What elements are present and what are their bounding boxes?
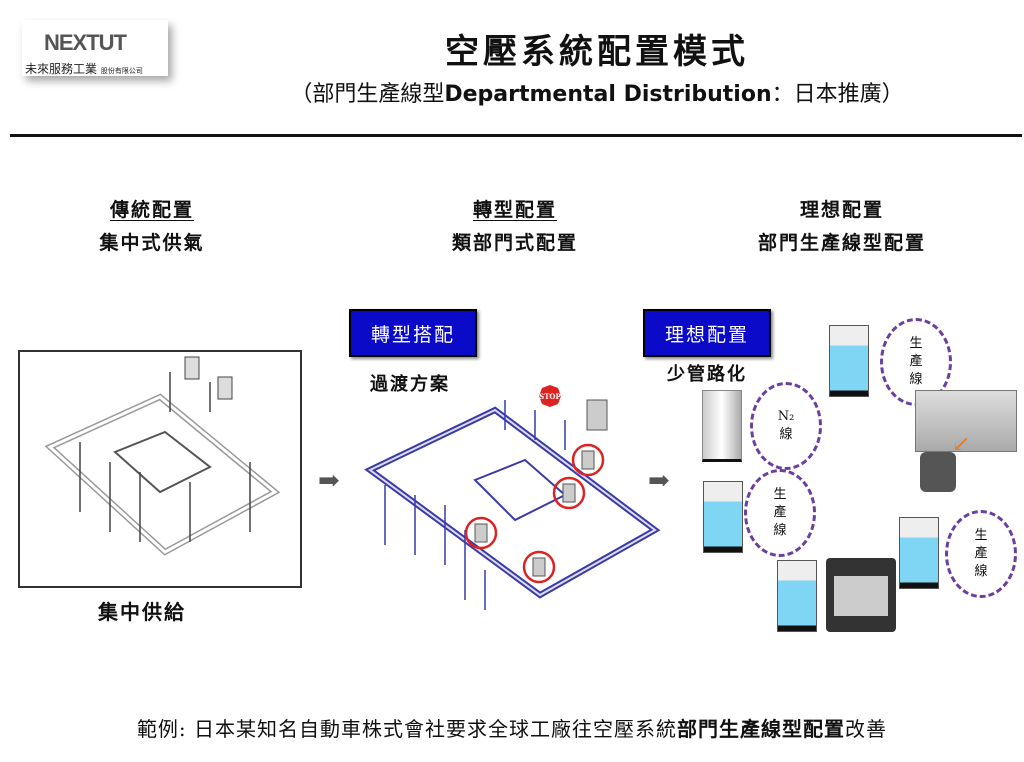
production-line-circle: 生 產 線	[945, 510, 1017, 598]
subheading-ideal: 部門生產線型配置	[757, 232, 926, 254]
heading-traditional: 傳統配置	[109, 199, 194, 221]
transition-label: 過渡方案	[370, 374, 450, 395]
page-title: 空壓系統配置模式	[445, 32, 749, 72]
orange-arrow-icon: ↙	[952, 432, 971, 457]
compressor-icon	[829, 325, 869, 397]
central-piping-icon	[44, 356, 281, 556]
loop-piping-icon: STOP	[364, 385, 661, 610]
subtitle-prefix: （部門生產線型	[290, 82, 445, 107]
heading-ideal: 理想配置	[799, 199, 884, 221]
nitrogen-generator-icon	[702, 390, 742, 462]
motor-icon	[920, 452, 956, 492]
ideal-label: 少管路化	[667, 364, 747, 385]
transition-diagram: STOP	[355, 380, 665, 620]
arrow-right-icon: ➡	[318, 466, 340, 496]
footer-bold: 部門生產線型配置	[677, 717, 846, 741]
divider	[10, 134, 1022, 137]
logo-company-suffix: 股份有限公司	[100, 67, 143, 75]
production-line-circle: 生 產 線	[744, 469, 816, 557]
cnc-machine-icon	[826, 558, 896, 632]
production-machine-icon	[915, 390, 1017, 452]
logo-company-name: 未來服務工業	[25, 62, 98, 76]
company-logo: NEXTUT 未來服務工業 股份有限公司	[22, 20, 168, 76]
compressor-icon	[703, 481, 743, 553]
subheading-traditional: 集中式供氣	[99, 232, 205, 254]
logo-brand: NEXTUT	[44, 30, 127, 55]
stop-sign-text: STOP	[539, 392, 561, 401]
subtitle-en: Departmental Distribution	[444, 82, 772, 107]
compressor-icon	[899, 517, 939, 589]
transition-button: 轉型搭配	[349, 309, 477, 357]
heading-transition: 轉型配置	[472, 199, 557, 221]
production-line-circle: 生 產 線	[880, 318, 952, 406]
compressor-icon	[777, 560, 817, 632]
central-supply-diagram	[18, 350, 302, 588]
footer-note: 範例: 日本某知名自動車株式會社要求全球工廠往空壓系統部門生產線型配置改善	[0, 713, 1024, 742]
footer-suffix: 改善	[845, 717, 888, 741]
footer-prefix: 範例: 日本某知名自動車株式會社要求全球工廠往空壓系統	[136, 717, 678, 741]
logo-company: 未來服務工業 股份有限公司	[25, 60, 143, 77]
arrow-right-icon: ➡	[648, 466, 670, 496]
page-subtitle: （部門生產線型Departmental Distribution：日本推廣）	[0, 76, 1024, 108]
n2-line-circle: N₂ 線	[750, 382, 822, 470]
subheading-transition: 類部門式配置	[451, 232, 578, 254]
subtitle-suffix: ：日本推廣）	[771, 82, 904, 107]
ideal-button: 理想配置	[643, 309, 771, 357]
caption-central-supply: 集中供給	[98, 600, 186, 624]
